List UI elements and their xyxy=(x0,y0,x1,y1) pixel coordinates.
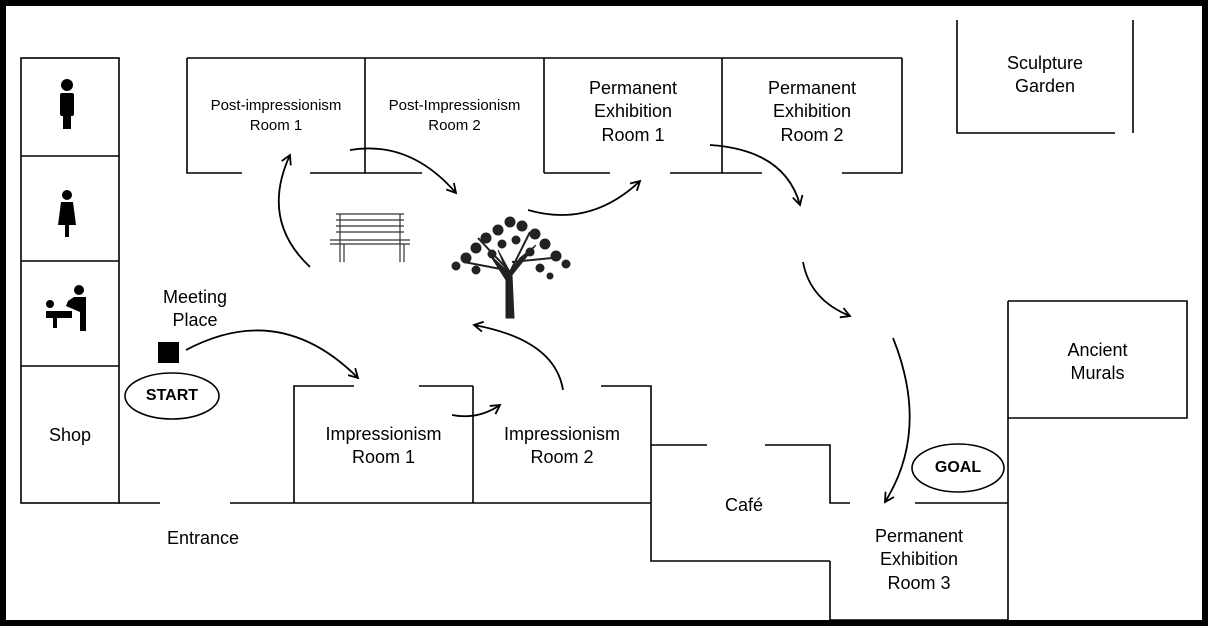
meeting-place-label: Meeting Place xyxy=(162,287,228,331)
room-label-permanent-1: Permanent Exhibition Room 1 xyxy=(588,78,678,145)
arrow-to-goal-room xyxy=(884,337,911,504)
meeting-place-marker xyxy=(158,342,179,363)
entrance-label: Entrance xyxy=(166,528,240,548)
ancient-murals-walls xyxy=(1007,300,1188,419)
room-label-shop: Shop xyxy=(48,425,92,445)
arrow-to-permanent1 xyxy=(527,179,642,216)
route-arrows xyxy=(185,144,911,504)
arrow-post1-to-post2 xyxy=(349,147,458,195)
tree-icon xyxy=(451,216,571,319)
bench-icon xyxy=(330,213,410,262)
sculpture-garden-walls xyxy=(956,20,1134,134)
room-label-sculpture-garden: Sculpture Garden xyxy=(1006,53,1084,97)
top-gallery-walls xyxy=(186,57,903,174)
goal-oval xyxy=(911,443,1005,493)
room-label-ancient-murals: Ancient Murals xyxy=(1067,340,1128,384)
arrow-to-post-impressionism1 xyxy=(277,153,311,268)
start-oval xyxy=(124,372,220,420)
impressionism-walls xyxy=(119,385,1009,621)
baby-changing-icon xyxy=(46,285,86,331)
arrow-impressionism2-to-tree xyxy=(472,320,564,391)
room-label-post-impressionism-1: Post-impressionism Room 1 xyxy=(210,97,342,134)
arrow-impressionism1-to-2 xyxy=(451,403,502,418)
facilities-column xyxy=(20,57,120,504)
room-label-permanent-3: Permanent Exhibition Room 3 xyxy=(874,526,964,593)
room-label-post-impressionism-2: Post-Impressionism Room 2 xyxy=(388,97,521,134)
goal-label: GOAL xyxy=(934,459,982,476)
arrow-to-corridor xyxy=(802,261,852,319)
room-label-impressionism-1: Impressionism Room 1 xyxy=(325,424,442,468)
man-restroom-icon xyxy=(60,79,74,129)
woman-restroom-icon xyxy=(58,190,76,237)
start-label: START xyxy=(145,387,199,404)
arrow-start-to-impressionism1 xyxy=(185,329,360,380)
room-label-permanent-2: Permanent Exhibition Room 2 xyxy=(767,78,857,145)
room-label-cafe: Café xyxy=(724,495,764,515)
arrow-permanent1-to-2 xyxy=(709,144,804,207)
room-label-impressionism-2: Impressionism Room 2 xyxy=(503,424,621,468)
